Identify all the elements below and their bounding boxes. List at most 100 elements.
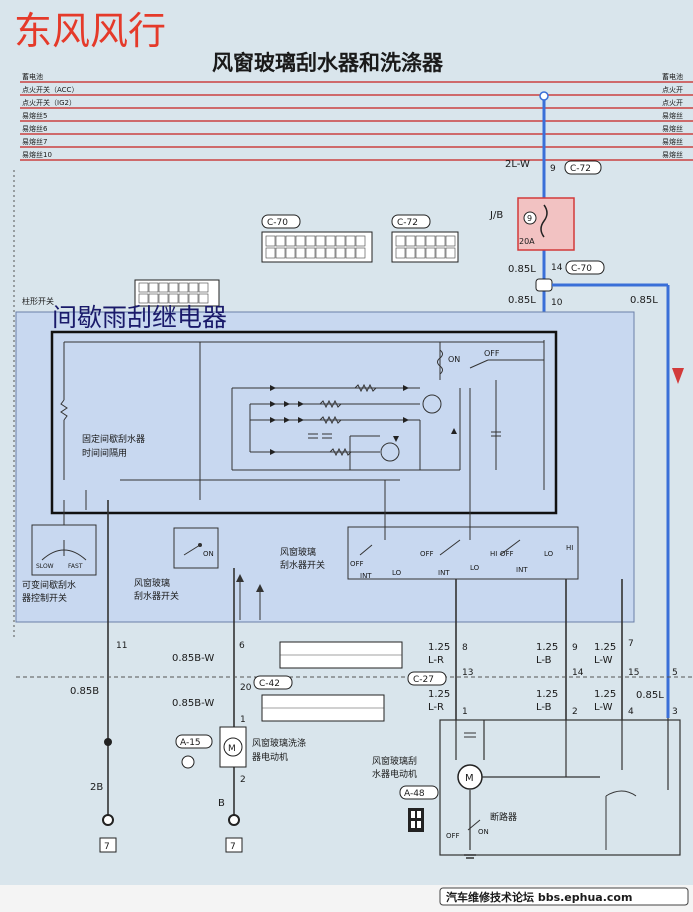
relay-box: [50, 330, 558, 515]
pin-label: 4: [628, 707, 634, 717]
wire-label: B: [218, 798, 225, 809]
fuse-rating: 20A: [519, 237, 535, 246]
wiper-switch: 风窗玻璃 刮水器开关 OFF INT LO OFF INT LO HI OFF …: [280, 526, 579, 580]
rail-label: 易熔丝7: [22, 137, 47, 146]
splice-dot: [104, 738, 112, 746]
power-rails: 蓄电池 点火开关（ACC） 点火开关（IG2） 易熔丝5 易熔丝6 易熔丝7 易…: [20, 72, 693, 161]
connector-a48-label: A-48: [404, 789, 425, 799]
fixed-interval-label-2: 时间间隔用: [82, 447, 127, 459]
connector-bar-top: [279, 641, 403, 669]
washer-switch-on: ON: [203, 550, 214, 558]
fuse-pin: 9: [550, 164, 556, 174]
wire-label: 2B: [90, 782, 103, 793]
pin-label: 6: [239, 641, 245, 651]
connector-a15-label: A-15: [180, 738, 201, 748]
wiper-motor-block: M OFF ON 断路器: [439, 718, 681, 859]
sw-lo3: LO: [544, 550, 554, 558]
connector-c70-tag-label: C-70: [571, 264, 592, 274]
rail-label: 易熔丝10: [22, 150, 52, 159]
wire-label: L-B: [536, 702, 552, 713]
wire-label: 0.85L: [508, 295, 536, 306]
fuse-wire-label: 2L-W: [505, 159, 530, 170]
sw-lo2: LO: [470, 564, 480, 572]
wire-label: 1.25: [536, 642, 558, 653]
sw-lo: LO: [392, 569, 402, 577]
watermark-text: 东风风行: [14, 9, 166, 53]
pin-label: 20: [240, 683, 252, 693]
pin-label: 7: [628, 639, 634, 649]
pin-label: 8: [462, 643, 468, 653]
washer-label-1: 风窗玻璃洗涤: [252, 737, 306, 749]
pin-label: 11: [116, 641, 127, 651]
wire-label: 0.85L: [636, 690, 664, 701]
rail-label-right: 易熔丝: [662, 111, 683, 120]
wiper-motor-m: M: [465, 773, 474, 784]
connector-c72-tag: [564, 160, 602, 175]
washer-label-2: 器电动机: [252, 751, 288, 763]
wire-label: 0.85B: [70, 686, 99, 697]
rail-label-right: 点火开: [662, 99, 683, 107]
wiper-sw-label-3: 风窗玻璃: [280, 546, 316, 558]
pin-label: 15: [628, 668, 639, 678]
washer-motor: 1 M A-15 风窗玻璃洗涤 器电动机 2 B: [175, 715, 306, 809]
sw-hi2: HI: [566, 544, 573, 552]
wiper-sw-label-1: 风窗玻璃: [134, 577, 170, 589]
sw-off: OFF: [350, 560, 364, 568]
column-switch-label: 柱形开关: [22, 296, 54, 306]
connector-c72-block-label: C-72: [397, 218, 418, 228]
breaker-label: 断路器: [490, 811, 517, 823]
pin-label: 1: [240, 715, 246, 725]
wire-label: 1.25: [594, 689, 616, 700]
wire-label: L-W: [594, 655, 613, 666]
pin-label: 14: [551, 263, 563, 273]
connector-c72: C-72: [391, 214, 459, 263]
rail-label: 点火开关（IG2）: [22, 98, 76, 107]
rail-label-right: 易熔丝: [662, 137, 683, 146]
column-switch-panel: [15, 311, 635, 623]
sw-off3: OFF: [500, 550, 514, 558]
rail-label-right: 点火开: [662, 86, 683, 94]
connector-a48-tag: [399, 785, 439, 800]
wire-label: 0.85L: [630, 295, 658, 306]
wiper-motor-label-2: 水器电动机: [372, 768, 417, 780]
pin-label: 1: [462, 707, 468, 717]
rail-label: 蓄电池: [22, 72, 43, 81]
breaker-on: ON: [478, 828, 489, 836]
rail-label: 易熔丝6: [22, 124, 48, 133]
footer-text: 汽车维修技术论坛 bbs.ephua.com: [446, 890, 632, 904]
rail-label-right: 蓄电池: [662, 72, 683, 81]
pin-label: 10: [551, 298, 563, 308]
connector-c70: C-70: [261, 214, 373, 263]
wiper-sw-label-2: 刮水器开关: [134, 590, 179, 602]
var-switch-label-1: 可变间歇刮水: [22, 579, 76, 591]
breaker-off: OFF: [446, 832, 460, 840]
sw-int2: INT: [438, 569, 450, 577]
wiper-motor-label-1: 风窗玻璃刮: [372, 755, 417, 767]
pin-label: 2: [572, 707, 578, 717]
fuse-number: 9: [527, 214, 532, 223]
wire-label: 1.25: [536, 689, 558, 700]
sw-off2: OFF: [420, 550, 434, 558]
pin-label: 14: [572, 668, 584, 678]
relay-caps: [308, 431, 501, 439]
slow-label: SLOW: [36, 563, 54, 570]
blue-right-wire: [552, 283, 684, 718]
lower-wires: [107, 500, 623, 815]
footer-badge: [439, 887, 689, 906]
sw-int3: INT: [516, 566, 528, 574]
wire-label: 0.85B-W: [172, 653, 214, 664]
fixed-interval-label-1: 固定间歇刮水器: [82, 433, 145, 445]
wire-label: 0.85B-W: [172, 698, 214, 709]
connector-bar-mid: [261, 694, 385, 722]
connector-c42-label: C-42: [259, 679, 280, 689]
rail-label: 点火开关（ACC）: [22, 85, 78, 94]
pin-label: 5: [672, 668, 678, 678]
ground-symbols: 7 7: [99, 814, 243, 853]
relay-on-label: ON: [448, 355, 460, 364]
rail-label: 易熔丝5: [22, 111, 47, 120]
connector-c70-tag: [565, 260, 605, 275]
pin-label: 3: [672, 707, 678, 717]
fast-label: FAST: [68, 563, 83, 570]
relay-diodes: [270, 385, 457, 455]
